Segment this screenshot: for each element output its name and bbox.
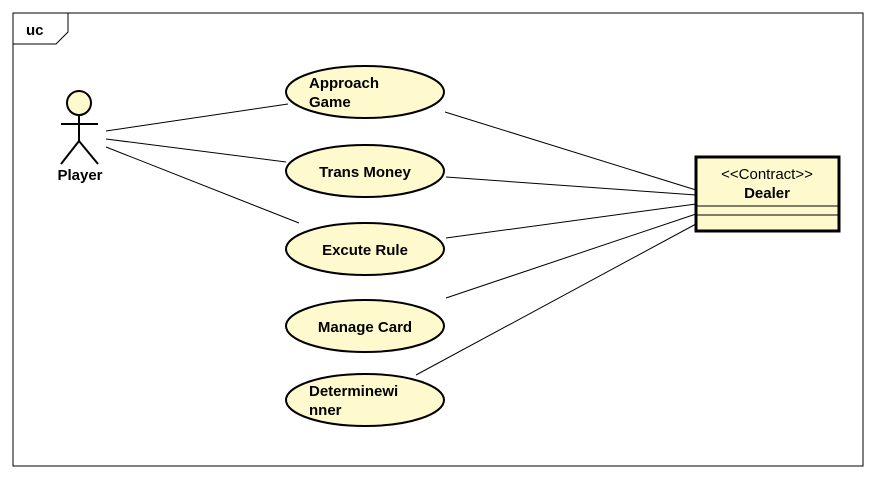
use-case-label: Approach [309,75,379,92]
assoc-player-trans-money [105,138,287,163]
use-case-manage-card: Manage Card [285,299,445,353]
actor-label: Player [57,167,102,184]
dealer-name: Dealer [744,185,790,202]
dealer-stereotype: <<Contract>> [721,166,813,183]
assoc-dealer-manage-card [445,213,697,299]
use-case-approach-game: Approach Game [285,65,445,119]
actor-left-leg [60,140,80,165]
actor-head [66,90,92,116]
use-case-label: Manage Card [318,319,412,336]
assoc-player-excute-rule [105,146,300,224]
use-case-excute-rule: Excute Rule [285,222,445,276]
assoc-dealer-excute-rule [445,203,697,239]
actor-right-leg [78,140,99,165]
use-case-label: Trans Money [319,164,411,181]
assoc-dealer-approach-game [444,111,697,191]
diagram-frame [12,12,864,467]
assoc-player-approach-game [105,103,289,132]
use-case-label: Determinewi [309,383,398,400]
use-case-label: Excute Rule [322,242,408,259]
assoc-dealer-determine-winner [415,223,697,376]
frame-label: uc [26,22,44,39]
associations [105,103,697,376]
use-case-label: Game [309,94,351,111]
actor-player [60,90,99,165]
frame-tab [13,12,69,45]
use-case-label: nner [309,402,342,419]
use-case-trans-money: Trans Money [285,144,445,198]
dealer-class-box: <<Contract>> Dealer [694,155,841,233]
assoc-dealer-trans-money [445,176,697,196]
use-case-determine-winner: Determinewi nner [285,373,445,427]
